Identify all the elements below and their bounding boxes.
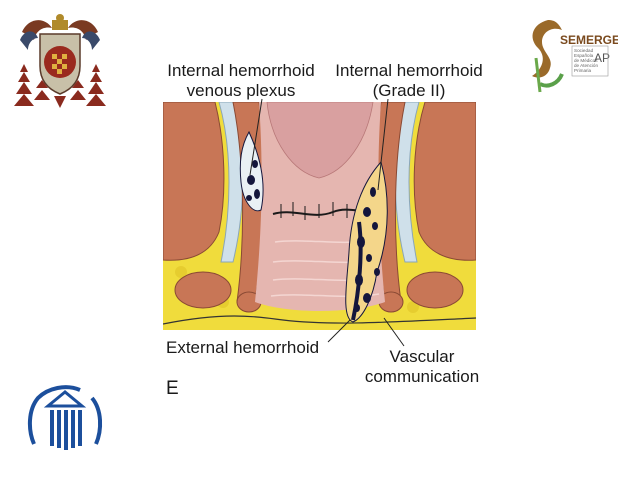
semergen-ap-text: AP — [594, 51, 610, 65]
institution-logo-icon — [27, 385, 103, 450]
semergen-subtitle-line: de Atención — [574, 63, 598, 68]
semergen-brand-text: SEMERGEN — [560, 33, 618, 47]
panel-letter: E — [166, 378, 179, 399]
label-internal-hemorrhoid-grade-ii: Internal hemorrhoid (Grade II) — [326, 61, 492, 101]
label-line: Vascular — [389, 347, 455, 366]
label-line: Internal hemorrhoid — [335, 61, 483, 80]
label-vascular-communication: Vascular communication — [352, 347, 492, 387]
semergen-subtitle-line: de Médicos — [574, 58, 598, 63]
label-line: Internal hemorrhoid — [167, 61, 315, 80]
anorectal-anatomy-illustration — [163, 102, 476, 330]
label-line: communication — [364, 367, 480, 386]
label-line: (Grade II) — [372, 81, 446, 100]
label-line: venous plexus — [186, 81, 296, 100]
semergen-logo-icon: SEMERGEN AP Sociedad Española de Médicos… — [532, 20, 618, 93]
semergen-subtitle-line: Española — [574, 53, 594, 58]
label-external-hemorrhoid: External hemorrhoid — [166, 338, 320, 357]
label-internal-hemorrhoid-venous-plexus: Internal hemorrhoid venous plexus — [157, 61, 325, 101]
university-crest-icon — [14, 14, 106, 108]
semergen-subtitle-line: Primaria — [574, 68, 592, 73]
semergen-subtitle-line: Sociedad — [574, 48, 594, 53]
